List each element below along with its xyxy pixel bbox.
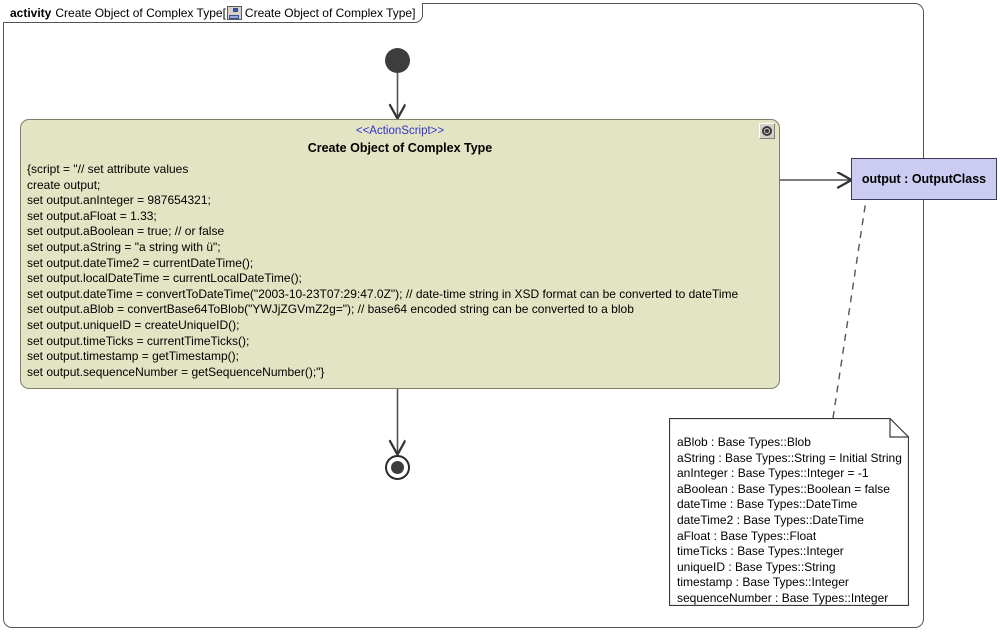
behavior-gear-icon[interactable] (759, 123, 775, 139)
object-node-output[interactable]: output : OutputClass (851, 158, 997, 200)
note-line-4: dateTime : Base Types::DateTime (677, 497, 858, 512)
script-line-0: {script = "// set attribute values (27, 162, 189, 176)
frame-activity-name: Create Object of Complex Type (55, 5, 223, 20)
action-node-create-object-of-complex-type[interactable]: <<ActionScript>> Create Object of Comple… (20, 119, 780, 389)
script-line-1: create output; (27, 177, 101, 192)
object-node-label: output : OutputClass (861, 172, 987, 186)
script-line-3: set output.aFloat = 1.33; (27, 208, 157, 223)
initial-node[interactable] (385, 48, 410, 73)
note-line-1: aString : Base Types::String = Initial S… (677, 450, 902, 465)
script-line-8: set output.dateTime = convertToDateTime(… (27, 286, 739, 301)
script-line-13: set output.sequenceNumber = getSequenceN… (27, 364, 325, 379)
action-name-label: Create Object of Complex Type (307, 141, 493, 155)
note-line-8: uniqueID : Base Types::String (677, 559, 836, 574)
script-line-9: set output.aBlob = convertBase64ToBlob("… (27, 302, 634, 317)
action-stereotype-label: <<ActionScript>> (355, 125, 445, 137)
activity-diagram-icon (226, 5, 242, 20)
note-line-9: timestamp : Base Types::Integer (677, 575, 849, 590)
script-line-11: set output.timeTicks = currentTimeTicks(… (27, 333, 250, 348)
frame-header-tab[interactable]: activity Create Object of Complex Type [… (3, 3, 424, 23)
script-line-4: set output.aBoolean = true; // or false (27, 224, 225, 239)
frame-diagram-name: Create Object of Complex Type (244, 5, 413, 20)
script-line-2: set output.anInteger = 987654321; (27, 193, 211, 208)
script-line-7: set output.localDateTime = currentLocalD… (27, 271, 302, 286)
note-line-0: aBlob : Base Types::Blob (677, 435, 811, 449)
frame-kind-label: activity (10, 5, 52, 20)
script-line-12: set output.timestamp = getTimestamp(); (27, 349, 239, 364)
script-line-5: set output.aString = "a string with ü"; (27, 239, 221, 254)
note-line-7: timeTicks : Base Types::Integer (677, 544, 844, 559)
note-line-5: dateTime2 : Base Types::DateTime (677, 512, 864, 527)
note-line-6: aFloat : Base Types::Float (677, 528, 817, 543)
script-line-10: set output.uniqueID = createUniqueID(); (27, 317, 240, 332)
note-line-3: aBoolean : Base Types::Boolean = false (677, 481, 890, 496)
note-shape (669, 418, 909, 606)
activity-final-node[interactable] (385, 455, 410, 480)
script-line-6: set output.dateTime2 = currentDateTime()… (27, 255, 254, 270)
frame-bracket-open: [ (222, 5, 226, 20)
note-line-2: anInteger : Base Types::Integer = -1 (677, 466, 869, 481)
note-line-10: sequenceNumber : Base Types::Integer (677, 590, 889, 605)
frame-bracket-close: ] (412, 5, 416, 20)
